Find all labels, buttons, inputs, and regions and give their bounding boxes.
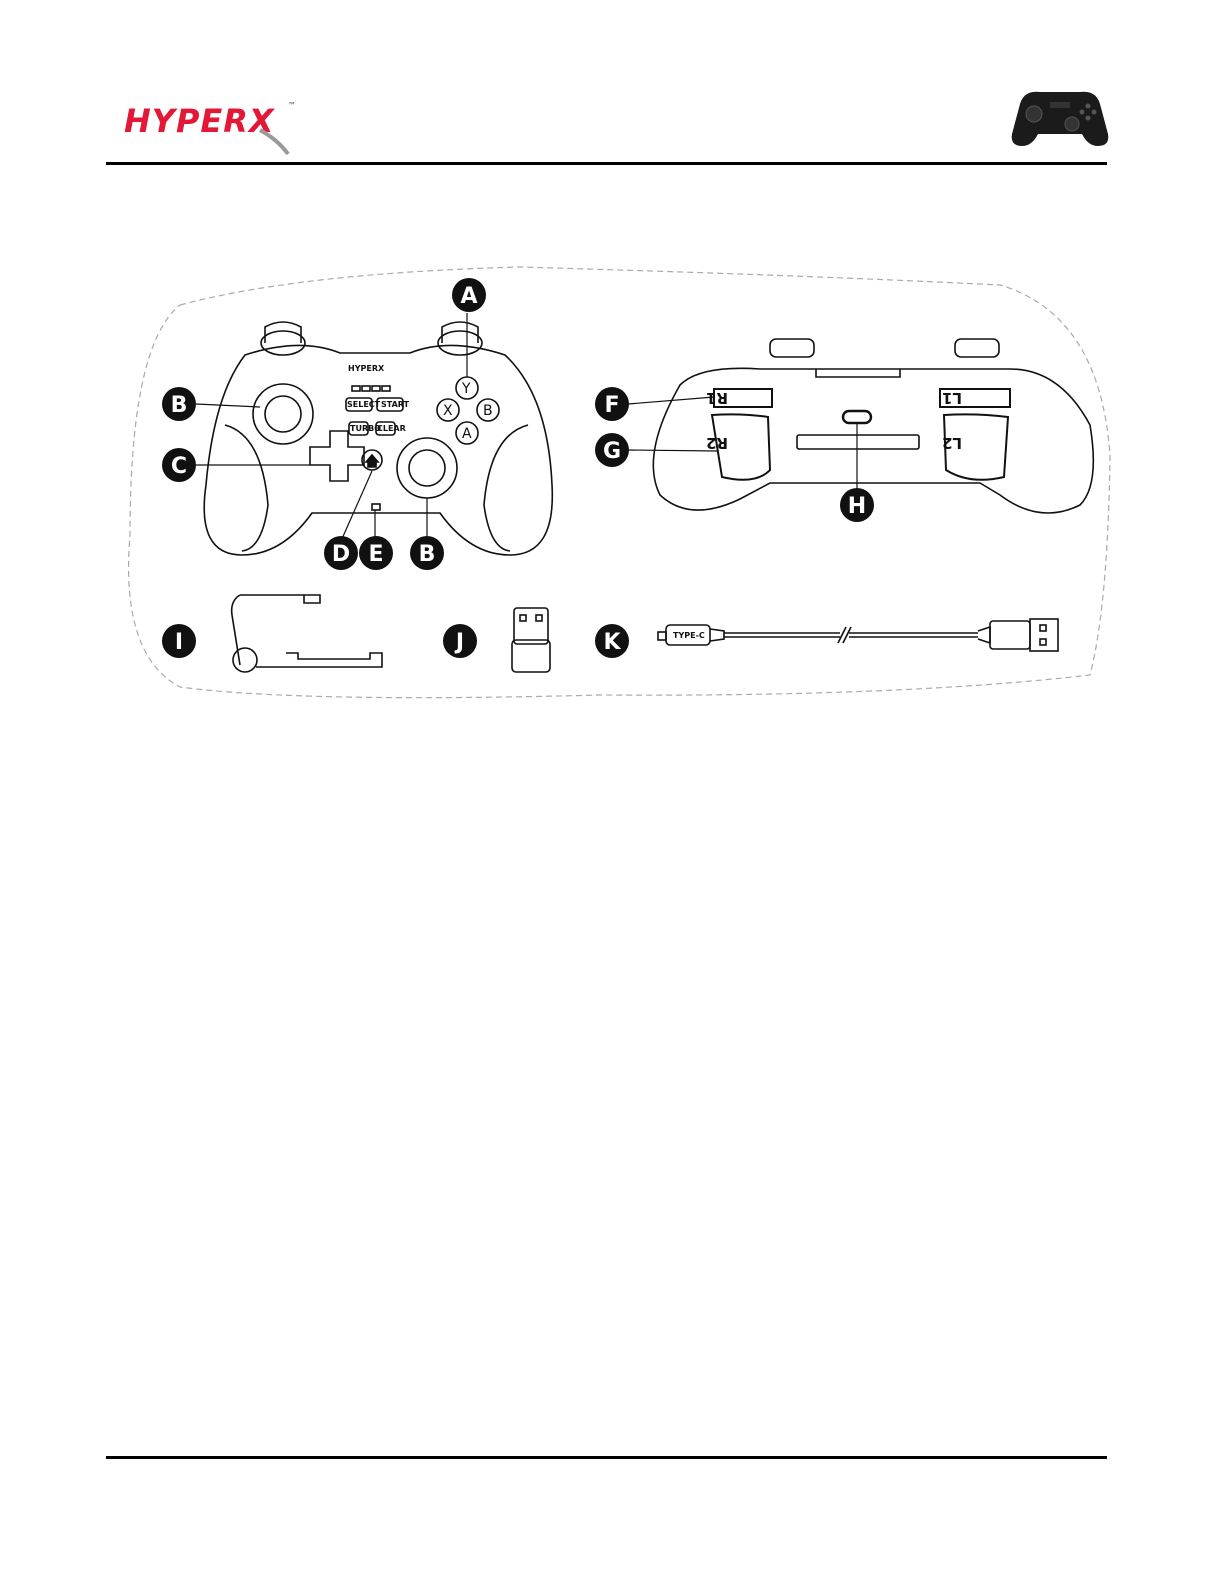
callout-b-left: B	[162, 387, 196, 421]
svg-text:H: H	[848, 494, 866, 519]
hyperx-logo-text: HYPERX	[124, 102, 275, 140]
svg-text:E: E	[368, 542, 383, 567]
svg-text:B: B	[171, 393, 188, 418]
select-button-label: SELECT	[347, 400, 381, 409]
clear-button-label: CLEAR	[377, 424, 406, 433]
svg-text:I: I	[175, 630, 183, 655]
hyperx-logo: HYPERX ™	[120, 96, 310, 156]
callout-k: K	[595, 624, 629, 658]
svg-text:G: G	[603, 439, 621, 464]
callout-a: A	[452, 278, 486, 312]
phone-clip-image	[232, 595, 382, 672]
controller-top-view	[653, 339, 1093, 513]
callout-i: I	[162, 624, 196, 658]
trademark-symbol: ™	[288, 101, 296, 110]
callout-d: D	[324, 536, 358, 570]
b-button-label: B	[483, 403, 493, 419]
controller-components-diagram: HYPERX SELECT START TURBO CLEAR Y X B A …	[0, 255, 1225, 715]
footer-divider	[106, 1456, 1107, 1459]
svg-text:F: F	[604, 393, 619, 418]
header-divider	[106, 162, 1107, 165]
type-c-connector-label: TYPE-C	[673, 631, 705, 640]
callout-g: G	[595, 433, 629, 467]
svg-text:A: A	[460, 284, 477, 309]
controller-thumbnail-image	[1010, 84, 1110, 150]
controller-front-view	[204, 322, 552, 555]
svg-text:J: J	[454, 630, 464, 655]
callout-c: C	[162, 448, 196, 482]
svg-text:C: C	[171, 454, 187, 479]
callout-b-bottom: B	[410, 536, 444, 570]
a-button-label: A	[462, 426, 472, 442]
callout-e: E	[359, 536, 393, 570]
callout-h: H	[840, 488, 874, 522]
callout-j: J	[443, 624, 477, 658]
svg-text:B: B	[419, 542, 436, 567]
r2-label: R2	[706, 434, 728, 452]
l2-label: L2	[942, 434, 962, 452]
usb-receiver-image	[512, 608, 550, 672]
l1-label: L1	[942, 389, 962, 407]
start-button-label: START	[381, 400, 410, 409]
y-button-label: Y	[461, 381, 471, 397]
r1-label: R1	[706, 389, 728, 407]
x-button-label: X	[443, 403, 453, 419]
usb-c-cable-image	[658, 619, 1058, 651]
svg-text:D: D	[332, 542, 350, 567]
callout-f: F	[595, 387, 629, 421]
controller-logo-text: HYPERX	[348, 364, 385, 373]
svg-text:K: K	[603, 630, 621, 655]
